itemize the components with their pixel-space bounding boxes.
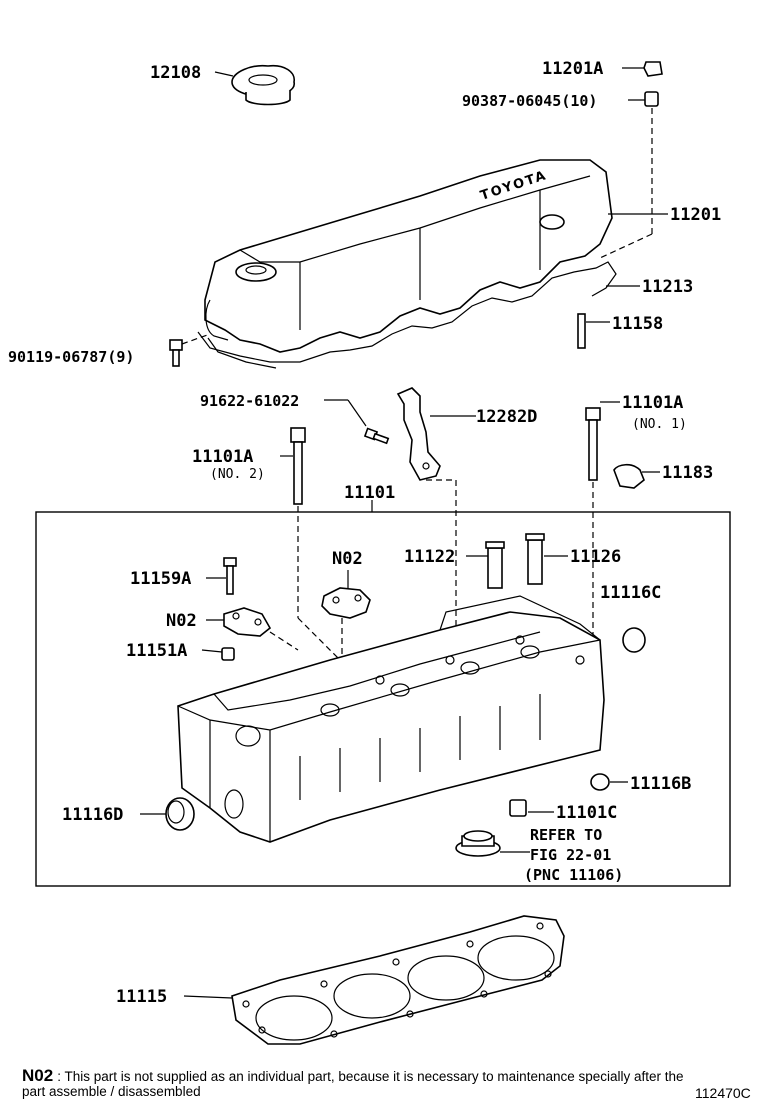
valve-guide-exhaust [525,533,545,585]
cylinder-head-cover: TOYOTA [204,159,613,353]
label-11115: 11115 [116,987,167,1007]
label-11101c: 11101C [556,803,617,823]
cup-plug-c [622,627,646,653]
label-11151a: 11151A [126,641,187,661]
label-11101a-no2: 11101A [192,447,253,467]
label-11201a: 11201A [542,59,603,79]
label-11126: 11126 [570,547,621,567]
label-n02-upper: N02 [332,549,363,569]
bearing-cap-upper [321,587,371,619]
footnote-text: : This part is not supplied as an indivi… [22,1069,684,1099]
bearing-cap-lower [223,607,272,637]
footnote: N02: This part is not supplied as an ind… [22,1066,702,1099]
label-11101a-no1: 11101A [622,393,683,413]
cylinder-head-gasket [231,915,565,1045]
stud-bolt [577,313,586,349]
cover-bolt [169,339,183,367]
cup-plug-b [590,773,610,791]
label-90119-06787: 90119-06787(9) [8,348,134,366]
refer-line-3: (PNC 11106) [524,866,623,884]
label-11159a: 11159A [130,569,191,589]
label-11116d: 11116D [62,805,123,825]
grommet [644,91,659,107]
label-11183: 11183 [662,463,713,483]
label-n02-lower: N02 [166,611,197,631]
dowel-pin [221,647,235,661]
footnote-code: N02 [22,1066,54,1085]
refer-line-2: FIG 22-01 [530,846,611,864]
label-11101a-no1-sub: (NO. 1) [632,417,687,432]
label-91622-61022: 91622-61022 [200,392,299,410]
cap-nut [643,61,663,77]
head-bolt-no1 [585,407,601,481]
label-11122: 11122 [404,547,455,567]
figure-id: 112470C [695,1085,751,1101]
label-11101: 11101 [344,483,395,503]
label-12108: 12108 [150,63,201,83]
engine-hanger-bracket [396,387,441,481]
head-bolt-no2 [290,427,306,505]
oil-filler-cap [231,64,295,106]
label-11158: 11158 [612,314,663,334]
label-11101a-no2-sub: (NO. 2) [210,467,265,482]
label-90387-06045: 90387-06045(10) [462,92,597,110]
cup-plug-d [165,797,195,831]
cover-gasket [197,261,617,369]
cylinder-head-assembly-frame [35,511,731,887]
label-11213: 11213 [642,277,693,297]
cam-cap-bolt [223,557,237,595]
label-12282d: 12282D [476,407,537,427]
label-11116b: 11116B [630,774,691,794]
valve-guide-intake [485,541,505,589]
cylinder-head-body [177,595,605,843]
refer-part [455,830,501,857]
refer-line-1: REFER TO [530,826,602,844]
plug [613,463,645,489]
label-11201: 11201 [670,205,721,225]
bracket-bolt [363,427,390,445]
label-11116c: 11116C [600,583,661,603]
ring-dowel [509,799,527,817]
